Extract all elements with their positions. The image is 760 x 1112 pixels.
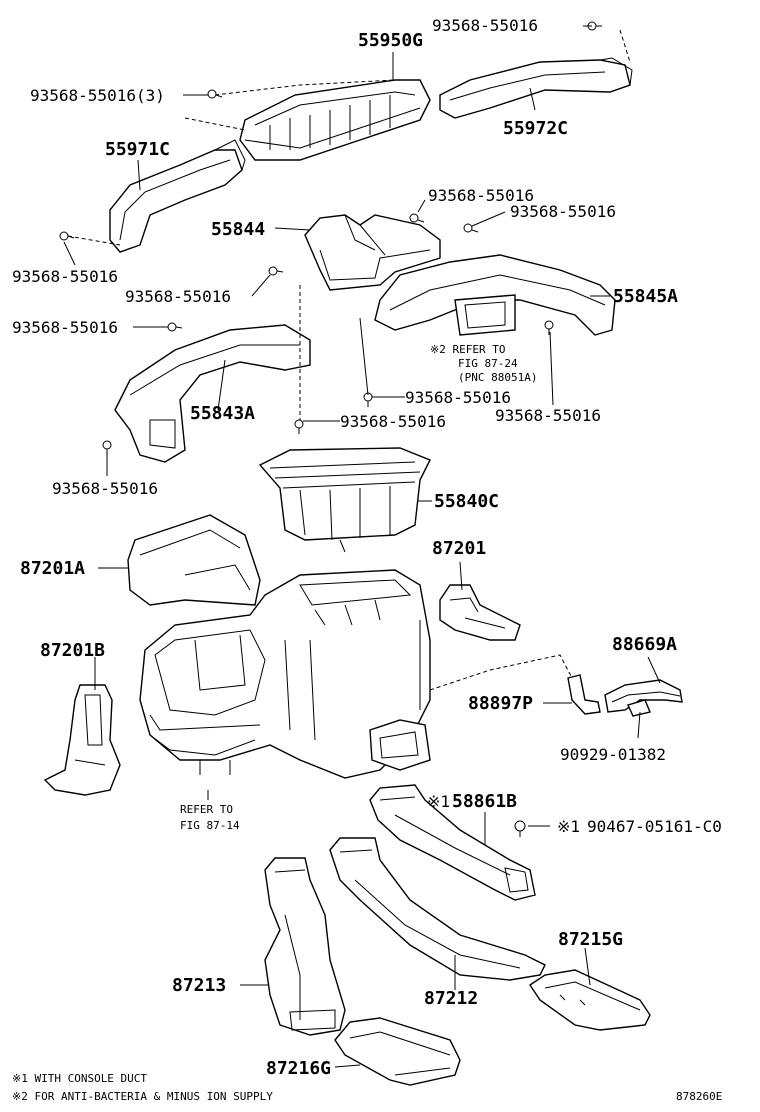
duct-55843A[interactable] <box>114 324 311 463</box>
label-87213: 87213 <box>172 975 226 996</box>
label-93568-qty3: 93568-55016(3) <box>30 86 165 105</box>
hose-88669A[interactable] <box>604 679 683 717</box>
duct-87212[interactable] <box>329 837 546 981</box>
footnote-2: ※2 FOR ANTI-BACTERIA & MINUS ION SUPPLY <box>12 1090 273 1103</box>
duct-87216G[interactable] <box>334 1017 461 1086</box>
blower-case-87201A[interactable] <box>127 514 261 606</box>
refer-note-1-line3: (PNC 88051A) <box>458 371 537 384</box>
duct-55972C[interactable] <box>439 57 633 119</box>
label-87216G: 87216G <box>266 1058 331 1079</box>
label-87201A: 87201A <box>20 558 85 579</box>
bolt-icon <box>59 21 602 837</box>
label-93568-right2: 93568-55016 <box>495 406 601 425</box>
label-93568-center2: 93568-55016 <box>405 388 511 407</box>
label-90467: 90467-05161-C0 <box>587 817 722 836</box>
label-58861B: 58861B <box>452 791 517 812</box>
label-87212: 87212 <box>424 988 478 1009</box>
filter-case-55840C[interactable] <box>258 447 431 553</box>
label-55843A: 55843A <box>190 403 255 424</box>
fitting-88897P[interactable] <box>567 674 601 715</box>
duct-55845A[interactable] <box>374 254 616 336</box>
refer-note-1-line2: FIG 87-24 <box>458 357 518 370</box>
refer-note-2-line2: FIG 87-14 <box>180 819 240 832</box>
duct-87201B[interactable] <box>43 684 121 796</box>
label-93568-left1: 93568-55016 <box>12 267 118 286</box>
label-55950G: 55950G <box>358 30 423 51</box>
label-93568-mid3: 93568-55016 <box>125 287 231 306</box>
label-93568-left3: 93568-55016 <box>52 479 158 498</box>
label-93568-top-right: 93568-55016 <box>432 16 538 35</box>
label-93568-left2: 93568-55016 <box>12 318 118 337</box>
label-90929: 90929-01382 <box>560 745 666 764</box>
refer-note-2-line1: REFER TO <box>180 803 233 816</box>
duct-58861B[interactable] <box>369 784 536 901</box>
hvac-unit[interactable] <box>139 569 431 779</box>
label-88669A: 88669A <box>612 634 677 655</box>
duct-55844[interactable] <box>304 214 441 291</box>
label-87201B: 87201B <box>40 640 105 661</box>
duct-87215G[interactable] <box>529 969 651 1031</box>
duct-87201[interactable] <box>439 584 521 641</box>
refer-note-1-line1: ※2 REFER TO <box>430 343 505 356</box>
label-55845A: 55845A <box>613 286 678 307</box>
label-93568-center1: 93568-55016 <box>340 412 446 431</box>
duct-87213[interactable] <box>264 857 346 1036</box>
label-55840C: 55840C <box>434 491 499 512</box>
label-55972C: 55972C <box>503 118 568 139</box>
footnote-1: ※1 WITH CONSOLE DUCT <box>12 1072 147 1085</box>
label-93568-mid2: 93568-55016 <box>510 202 616 221</box>
label-87215G: 87215G <box>558 929 623 950</box>
label-87201: 87201 <box>432 538 486 559</box>
duct-55971C[interactable] <box>109 139 246 253</box>
label-55971C: 55971C <box>105 139 170 160</box>
diagram-code: 878260E <box>676 1090 722 1103</box>
duct-55950G[interactable] <box>239 79 431 161</box>
label-55844: 55844 <box>211 219 265 240</box>
mark-1-58861B: ※1 <box>427 792 450 811</box>
label-93568-mid1: 93568-55016 <box>428 186 534 205</box>
mark-1-90467: ※1 <box>557 817 580 836</box>
label-88897P: 88897P <box>468 693 533 714</box>
